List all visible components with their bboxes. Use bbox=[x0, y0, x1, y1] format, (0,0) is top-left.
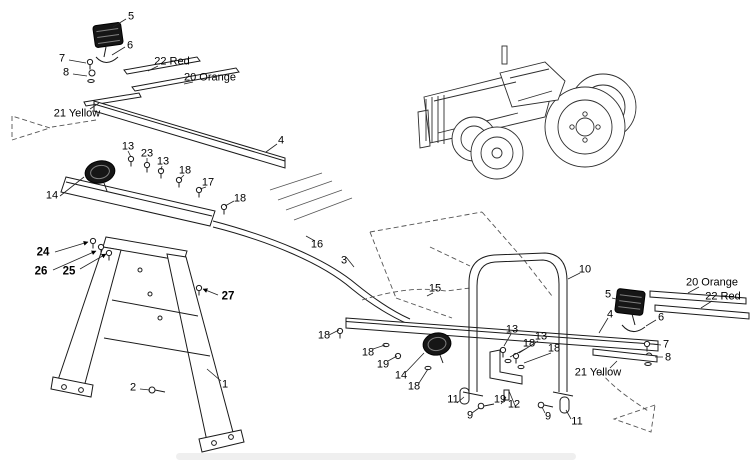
work-lamp-left bbox=[86, 22, 124, 83]
reflector-bars-left bbox=[83, 56, 240, 107]
mount-rail-right bbox=[336, 317, 659, 414]
rops-frame bbox=[462, 252, 574, 397]
leader-lines bbox=[52, 18, 713, 420]
bottom-bar bbox=[176, 453, 576, 460]
bolt-9-right bbox=[537, 401, 545, 409]
nut-8-left bbox=[88, 69, 96, 77]
bolt-9-left bbox=[477, 402, 485, 410]
light-bar-left bbox=[93, 100, 286, 169]
wiring-harness bbox=[361, 287, 471, 301]
bolt-7-left bbox=[86, 58, 94, 70]
lamp-bracket-left bbox=[95, 56, 119, 63]
direction-arrow-left bbox=[11, 115, 52, 141]
mount-plate-left bbox=[60, 155, 228, 227]
spacer-11-right bbox=[559, 396, 570, 414]
tractor-sketch bbox=[417, 45, 637, 180]
spacer-11-left bbox=[459, 387, 470, 405]
support-tube bbox=[212, 220, 411, 325]
bolt-27 bbox=[195, 284, 203, 296]
stand-frame bbox=[50, 236, 245, 453]
pin-19 bbox=[503, 389, 510, 401]
fender-hatch-lines bbox=[269, 172, 353, 221]
bolt-24 bbox=[89, 237, 97, 249]
bracket-12 bbox=[489, 349, 523, 385]
lamp-bracket-right bbox=[621, 324, 646, 332]
reflector-bars-right bbox=[592, 290, 750, 363]
direction-arrow-right bbox=[612, 404, 656, 433]
